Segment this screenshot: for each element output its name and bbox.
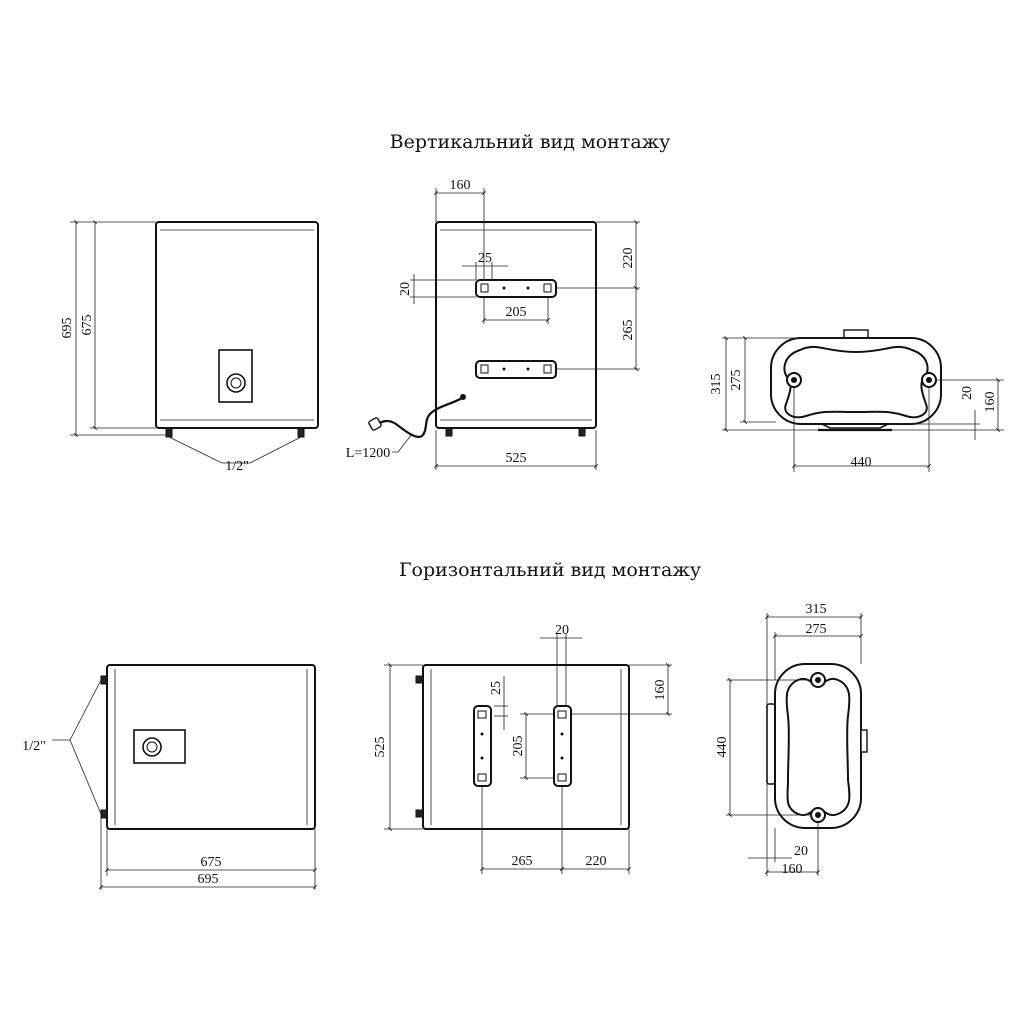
horizontal-title: Горизонтальний вид монтажу xyxy=(399,559,701,581)
inner-tank-outline xyxy=(785,677,851,817)
dim-695: 695 xyxy=(60,318,75,339)
knob-center xyxy=(146,741,158,753)
side-cap xyxy=(860,729,868,753)
dim-20: 20 xyxy=(555,623,569,638)
foot-left xyxy=(445,427,453,437)
vertical-front-view: 695 675 1/2" xyxy=(60,220,319,474)
vertical-side-view: 315 275 20 160 440 xyxy=(709,329,1004,472)
pipe-hole-right-core xyxy=(926,377,932,383)
pipe-hole-bottom-core xyxy=(815,812,821,818)
bracket-slot-icon xyxy=(557,710,567,719)
bracket-slot-icon xyxy=(480,283,489,293)
dim-20: 20 xyxy=(398,282,413,296)
pipe-label: 1/2" xyxy=(225,459,249,474)
pipe-hole-top-core xyxy=(815,677,821,683)
vertical-back-view: L=1200 160 25 20 205 220 265 525 xyxy=(346,178,640,470)
horizontal-side-view: 315 275 440 20 160 xyxy=(715,602,868,877)
bracket-slot-icon xyxy=(480,364,489,374)
bracket-hole xyxy=(480,732,484,736)
inner-tank-outline xyxy=(783,345,929,419)
dim-20: 20 xyxy=(960,386,975,400)
bracket-slot-icon xyxy=(557,773,567,782)
dim-525: 525 xyxy=(373,737,388,758)
knob-center xyxy=(230,377,242,389)
bracket-slot-icon xyxy=(543,283,552,293)
mounting-bracket-left xyxy=(473,705,492,787)
cable-entry xyxy=(460,394,466,400)
mounting-bracket-upper xyxy=(475,279,557,298)
bracket-hole xyxy=(526,367,530,371)
top-cap xyxy=(843,329,869,339)
foot-bottom xyxy=(415,809,424,818)
dim-220: 220 xyxy=(586,854,607,869)
bracket-hole xyxy=(502,286,506,290)
vertical-title: Вертикальний вид монтажу xyxy=(390,131,671,153)
bracket-slot-icon xyxy=(543,364,552,374)
dim-275: 275 xyxy=(729,370,744,391)
dim-160: 160 xyxy=(653,680,668,701)
dim-440: 440 xyxy=(715,737,730,758)
pipe-top xyxy=(100,675,108,685)
power-cable xyxy=(377,397,463,438)
bracket-hole xyxy=(526,286,530,290)
dim-220: 220 xyxy=(621,248,636,269)
bracket-hole xyxy=(502,367,506,371)
dim-440: 440 xyxy=(851,455,872,470)
bracket-hole xyxy=(480,756,484,760)
mounting-bracket-right xyxy=(553,705,572,787)
dim-160: 160 xyxy=(450,178,471,193)
side-bracket xyxy=(766,703,776,785)
dim-675: 675 xyxy=(201,855,222,870)
heater-body xyxy=(155,221,319,429)
leader-bottom xyxy=(69,739,102,815)
dim-265: 265 xyxy=(621,320,636,341)
leader-right xyxy=(249,436,302,464)
pipe-bottom xyxy=(100,809,108,819)
plug-icon xyxy=(368,417,382,431)
heater-back-body xyxy=(435,221,597,429)
horizontal-front-view: 1/2" 675 695 xyxy=(22,664,317,890)
cable-leader xyxy=(392,433,413,453)
pipe-label-horizontal: 1/2" xyxy=(22,739,46,754)
dim-20: 20 xyxy=(794,844,808,859)
foot-right xyxy=(578,427,586,437)
dim-695: 695 xyxy=(198,872,219,887)
dim-205: 205 xyxy=(506,305,527,320)
thermostat-knob-icon xyxy=(226,373,246,393)
foot-top xyxy=(415,675,424,684)
bracket-slot-icon xyxy=(477,710,487,719)
bracket-hole xyxy=(560,732,564,736)
thermostat-knob-icon xyxy=(142,737,162,757)
bracket-hole xyxy=(560,756,564,760)
dim-315: 315 xyxy=(806,602,827,617)
dim-25: 25 xyxy=(478,251,492,266)
dim-265: 265 xyxy=(512,854,533,869)
pipe-hole-left-core xyxy=(791,377,797,383)
base-plate xyxy=(821,423,889,429)
mounting-bracket-lower xyxy=(475,360,557,379)
dim-160: 160 xyxy=(983,392,998,413)
dim-205: 205 xyxy=(511,736,526,757)
horizontal-back-view: 20 25 205 160 525 265 220 xyxy=(373,623,672,874)
dim-525: 525 xyxy=(506,451,527,466)
dim-275: 275 xyxy=(806,622,827,637)
dim-160: 160 xyxy=(782,862,803,877)
dim-675: 675 xyxy=(80,315,95,336)
cable-length-label: L=1200 xyxy=(346,446,390,461)
dim-315: 315 xyxy=(709,374,724,395)
leader-top xyxy=(52,679,102,741)
pipe-left xyxy=(165,427,173,438)
heater-body-horizontal xyxy=(106,664,316,830)
leader-left xyxy=(168,436,250,464)
dim-25: 25 xyxy=(489,681,504,695)
bracket-slot-icon xyxy=(477,773,487,782)
pipe-right xyxy=(297,427,305,438)
heater-top-outline xyxy=(770,337,942,425)
